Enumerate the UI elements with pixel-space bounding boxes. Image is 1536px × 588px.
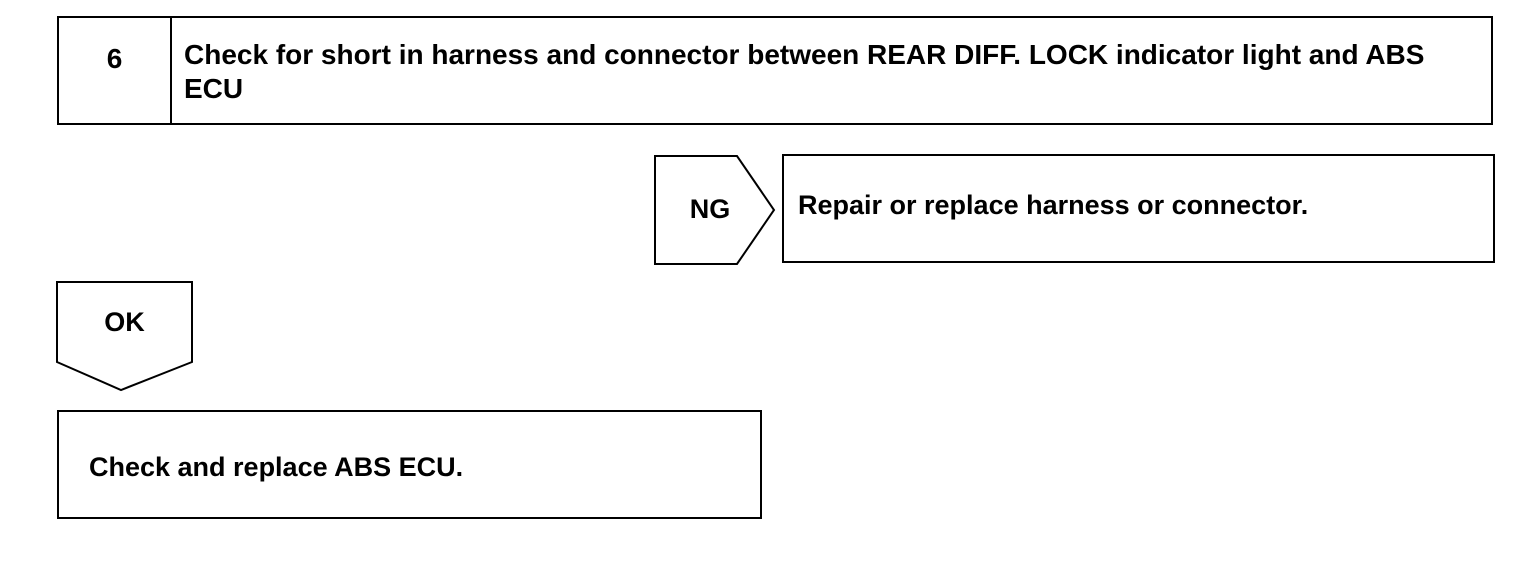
ok-action-text: Check and replace ABS ECU. (89, 452, 464, 482)
step-title: Check for short in harness and connector… (184, 39, 1425, 104)
ng-action-box: Repair or replace harness or connector. (782, 154, 1495, 263)
step-header-box: 6 Check for short in harness and connect… (57, 16, 1493, 125)
ng-action-text: Repair or replace harness or connector. (798, 190, 1309, 220)
ok-action-box: Check and replace ABS ECU. (57, 410, 762, 519)
ok-label: OK (104, 307, 145, 337)
ng-label: NG (689, 194, 731, 224)
step-number: 6 (59, 18, 172, 123)
